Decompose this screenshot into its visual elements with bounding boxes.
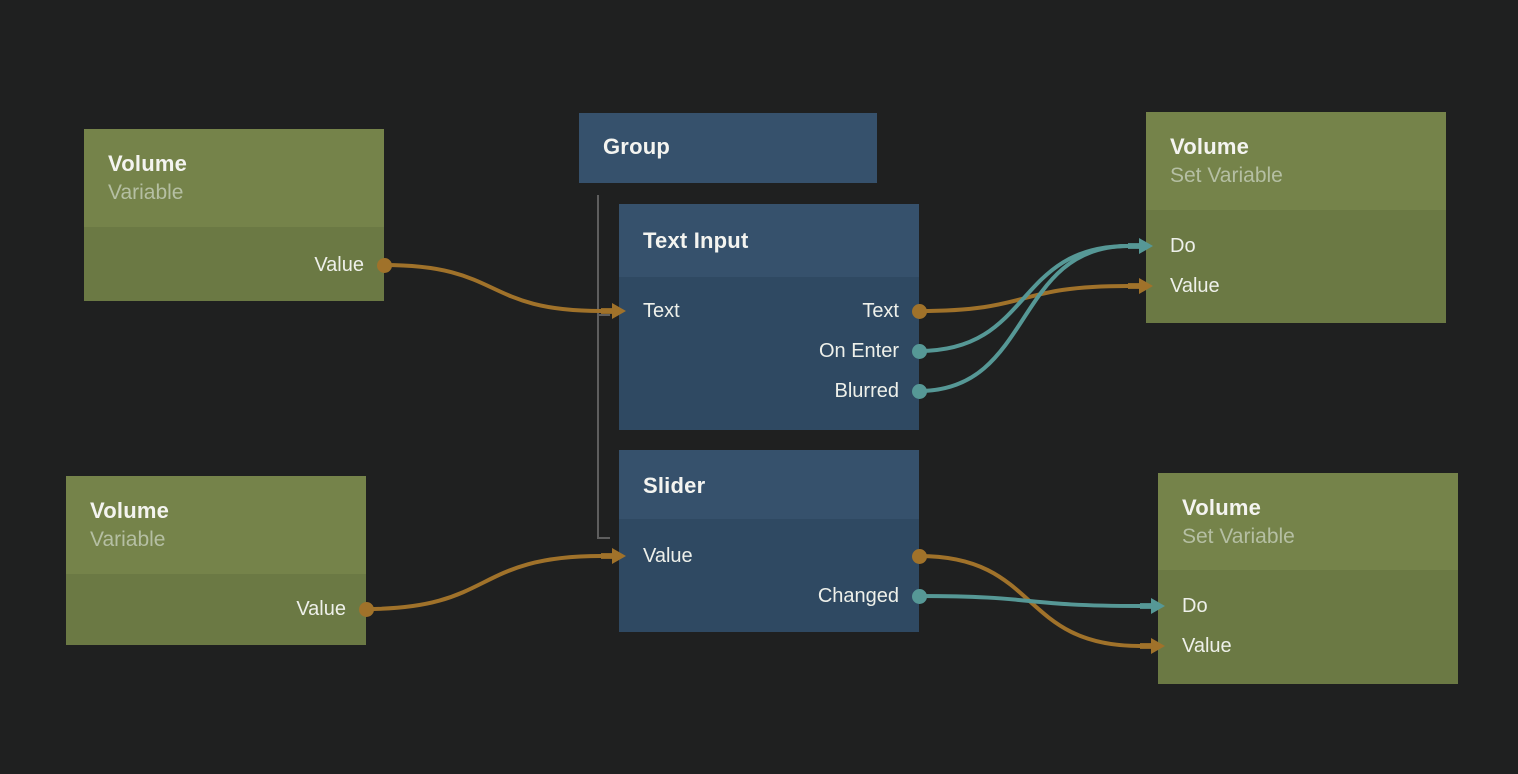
port-value-output-dot[interactable] <box>911 548 927 564</box>
node-subtitle: Variable <box>108 181 184 204</box>
port-label-changed: Changed <box>817 585 899 607</box>
node-variable-volume-2[interactable]: Volume Variable Value <box>66 476 374 645</box>
node-variable-volume-1[interactable]: Volume Variable Value <box>84 129 392 301</box>
node-header: Volume Variable <box>84 129 384 227</box>
wire-textinput-on_enter_out-to-setvar1-do_in[interactable] <box>918 244 1129 353</box>
port-label-value: Value <box>314 254 364 276</box>
wire-slider-changed_out-to-setvar2-do_in[interactable] <box>918 594 1141 608</box>
node-title: Volume <box>90 498 170 523</box>
port-row-value: Value <box>66 589 374 629</box>
node-body: Value Changed <box>601 519 927 632</box>
port-blurred-output-dot[interactable] <box>911 383 927 399</box>
wire-var2-value_out-to-slider-value_in[interactable] <box>365 554 602 611</box>
port-on-enter-output-dot[interactable] <box>911 343 927 359</box>
port-label-text-input: Text <box>643 300 680 322</box>
node-header: Group <box>579 113 877 183</box>
wire-slider-value_out-to-setvar2-value_in[interactable] <box>918 554 1141 648</box>
port-label-value: Value <box>1170 275 1220 297</box>
node-subtitle: Set Variable <box>1182 525 1295 548</box>
port-row-changed: Changed <box>619 576 927 616</box>
port-label-value: Value <box>1182 635 1232 657</box>
node-set-variable-volume-2[interactable]: Volume Set Variable Do Value <box>1140 473 1458 684</box>
port-text-output-dot[interactable] <box>911 303 927 319</box>
node-title: Volume <box>108 151 188 176</box>
node-set-variable-volume-1[interactable]: Volume Set Variable Do Value <box>1128 112 1446 323</box>
node-title: Text Input <box>643 228 749 253</box>
node-body: Text Text On Enter Blurred <box>601 277 927 430</box>
node-header: Slider <box>619 450 919 519</box>
port-value-output-dot[interactable] <box>358 601 374 617</box>
port-row-value: Value <box>601 536 927 576</box>
port-label-blurred: Blurred <box>834 380 899 402</box>
port-label-do: Do <box>1170 235 1196 257</box>
node-subtitle: Variable <box>90 528 166 551</box>
node-slider[interactable]: Slider Value Changed <box>601 450 927 632</box>
port-label-value: Value <box>643 545 693 567</box>
port-label-text-output: Text <box>862 300 899 322</box>
port-row-text: Text Text <box>601 291 927 331</box>
node-body: Do Value <box>1140 570 1458 684</box>
wire-textinput-blurred_out-to-setvar1-do_in[interactable] <box>918 244 1129 393</box>
node-group[interactable]: Group <box>579 113 877 183</box>
port-row-do: Do <box>1140 586 1458 626</box>
node-title: Group <box>603 134 670 159</box>
wire-textinput-text_out-to-setvar1-value_in[interactable] <box>918 284 1129 313</box>
node-body: Value <box>84 227 392 301</box>
group-connector-line <box>597 195 610 539</box>
node-header: Volume Set Variable <box>1158 473 1458 570</box>
node-header: Volume Set Variable <box>1146 112 1446 210</box>
port-row-do: Do <box>1128 226 1446 266</box>
node-header: Text Input <box>619 204 919 277</box>
port-row-blurred: Blurred <box>619 371 927 411</box>
port-value-output-dot[interactable] <box>376 257 392 273</box>
node-header: Volume Variable <box>66 476 366 574</box>
port-label-value: Value <box>296 598 346 620</box>
port-row-value: Value <box>84 245 392 285</box>
port-row-value: Value <box>1128 266 1446 306</box>
node-body: Value <box>66 574 374 645</box>
port-label-on-enter: On Enter <box>818 340 899 362</box>
node-body: Do Value <box>1128 210 1446 323</box>
port-label-do: Do <box>1182 595 1208 617</box>
node-text-input[interactable]: Text Input Text Text On Enter Blurred <box>601 204 927 430</box>
node-title: Volume <box>1170 134 1250 159</box>
node-title: Volume <box>1182 495 1262 520</box>
wire-var1-value_out-to-textinput-text_in[interactable] <box>383 263 602 313</box>
node-subtitle: Set Variable <box>1170 164 1283 187</box>
port-row-value: Value <box>1140 626 1458 666</box>
port-changed-output-dot[interactable] <box>911 588 927 604</box>
node-title: Slider <box>643 473 706 498</box>
port-row-on-enter: On Enter <box>619 331 927 371</box>
